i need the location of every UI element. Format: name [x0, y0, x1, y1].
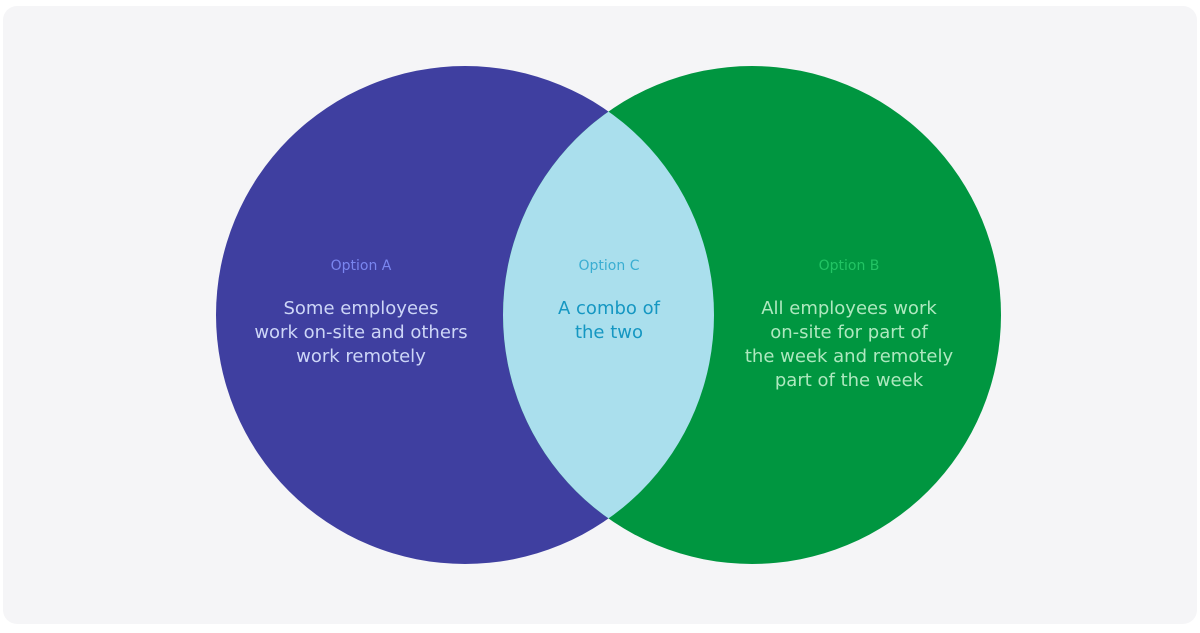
option-c-group: Option C A combo of the two: [558, 257, 660, 345]
option-a-group: Option A Some employees work on-site and…: [254, 257, 467, 369]
intersection-option-c: [503, 66, 714, 564]
option-b-label: Option B: [818, 258, 880, 274]
option-c-label: Option C: [578, 258, 640, 274]
option-c-text: A combo of the two: [558, 298, 660, 343]
option-a-text: Some employees work on-site and others w…: [254, 298, 468, 367]
option-a-label: Option A: [330, 258, 392, 274]
option-b-text: All employees work on-site for part of t…: [744, 298, 954, 391]
option-b-group: Option B All employees work on-site for …: [745, 257, 953, 393]
